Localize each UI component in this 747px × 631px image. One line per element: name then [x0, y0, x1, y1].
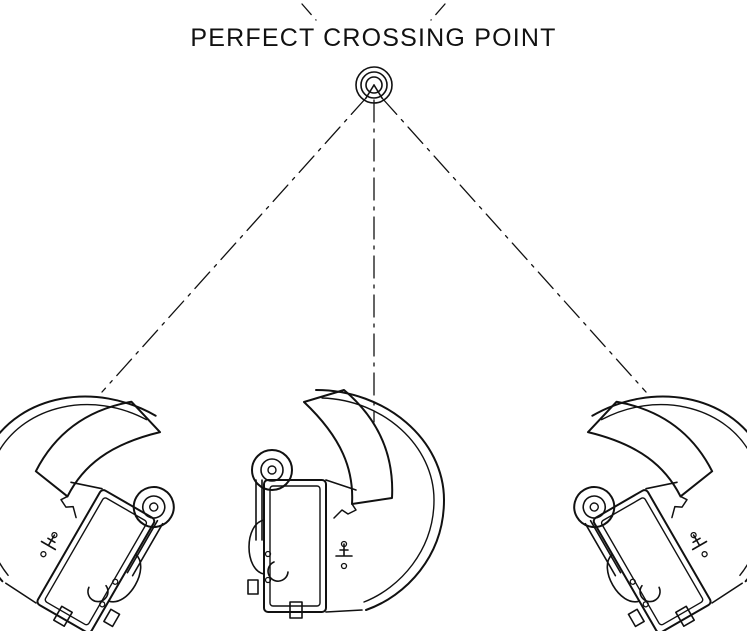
diagram-title: PERFECT CROSSING POINT	[190, 24, 557, 52]
left-sight-line	[101, 97, 367, 393]
right-camera-rig-icon	[532, 350, 747, 631]
crosshair-target-icon	[355, 66, 393, 104]
upper-ray-stubs	[301, 3, 446, 21]
left-camera-rig-icon	[0, 350, 216, 631]
right-sight-line	[381, 97, 647, 393]
sight-lines	[101, 97, 647, 423]
center-camera-rig-icon	[247, 389, 445, 619]
